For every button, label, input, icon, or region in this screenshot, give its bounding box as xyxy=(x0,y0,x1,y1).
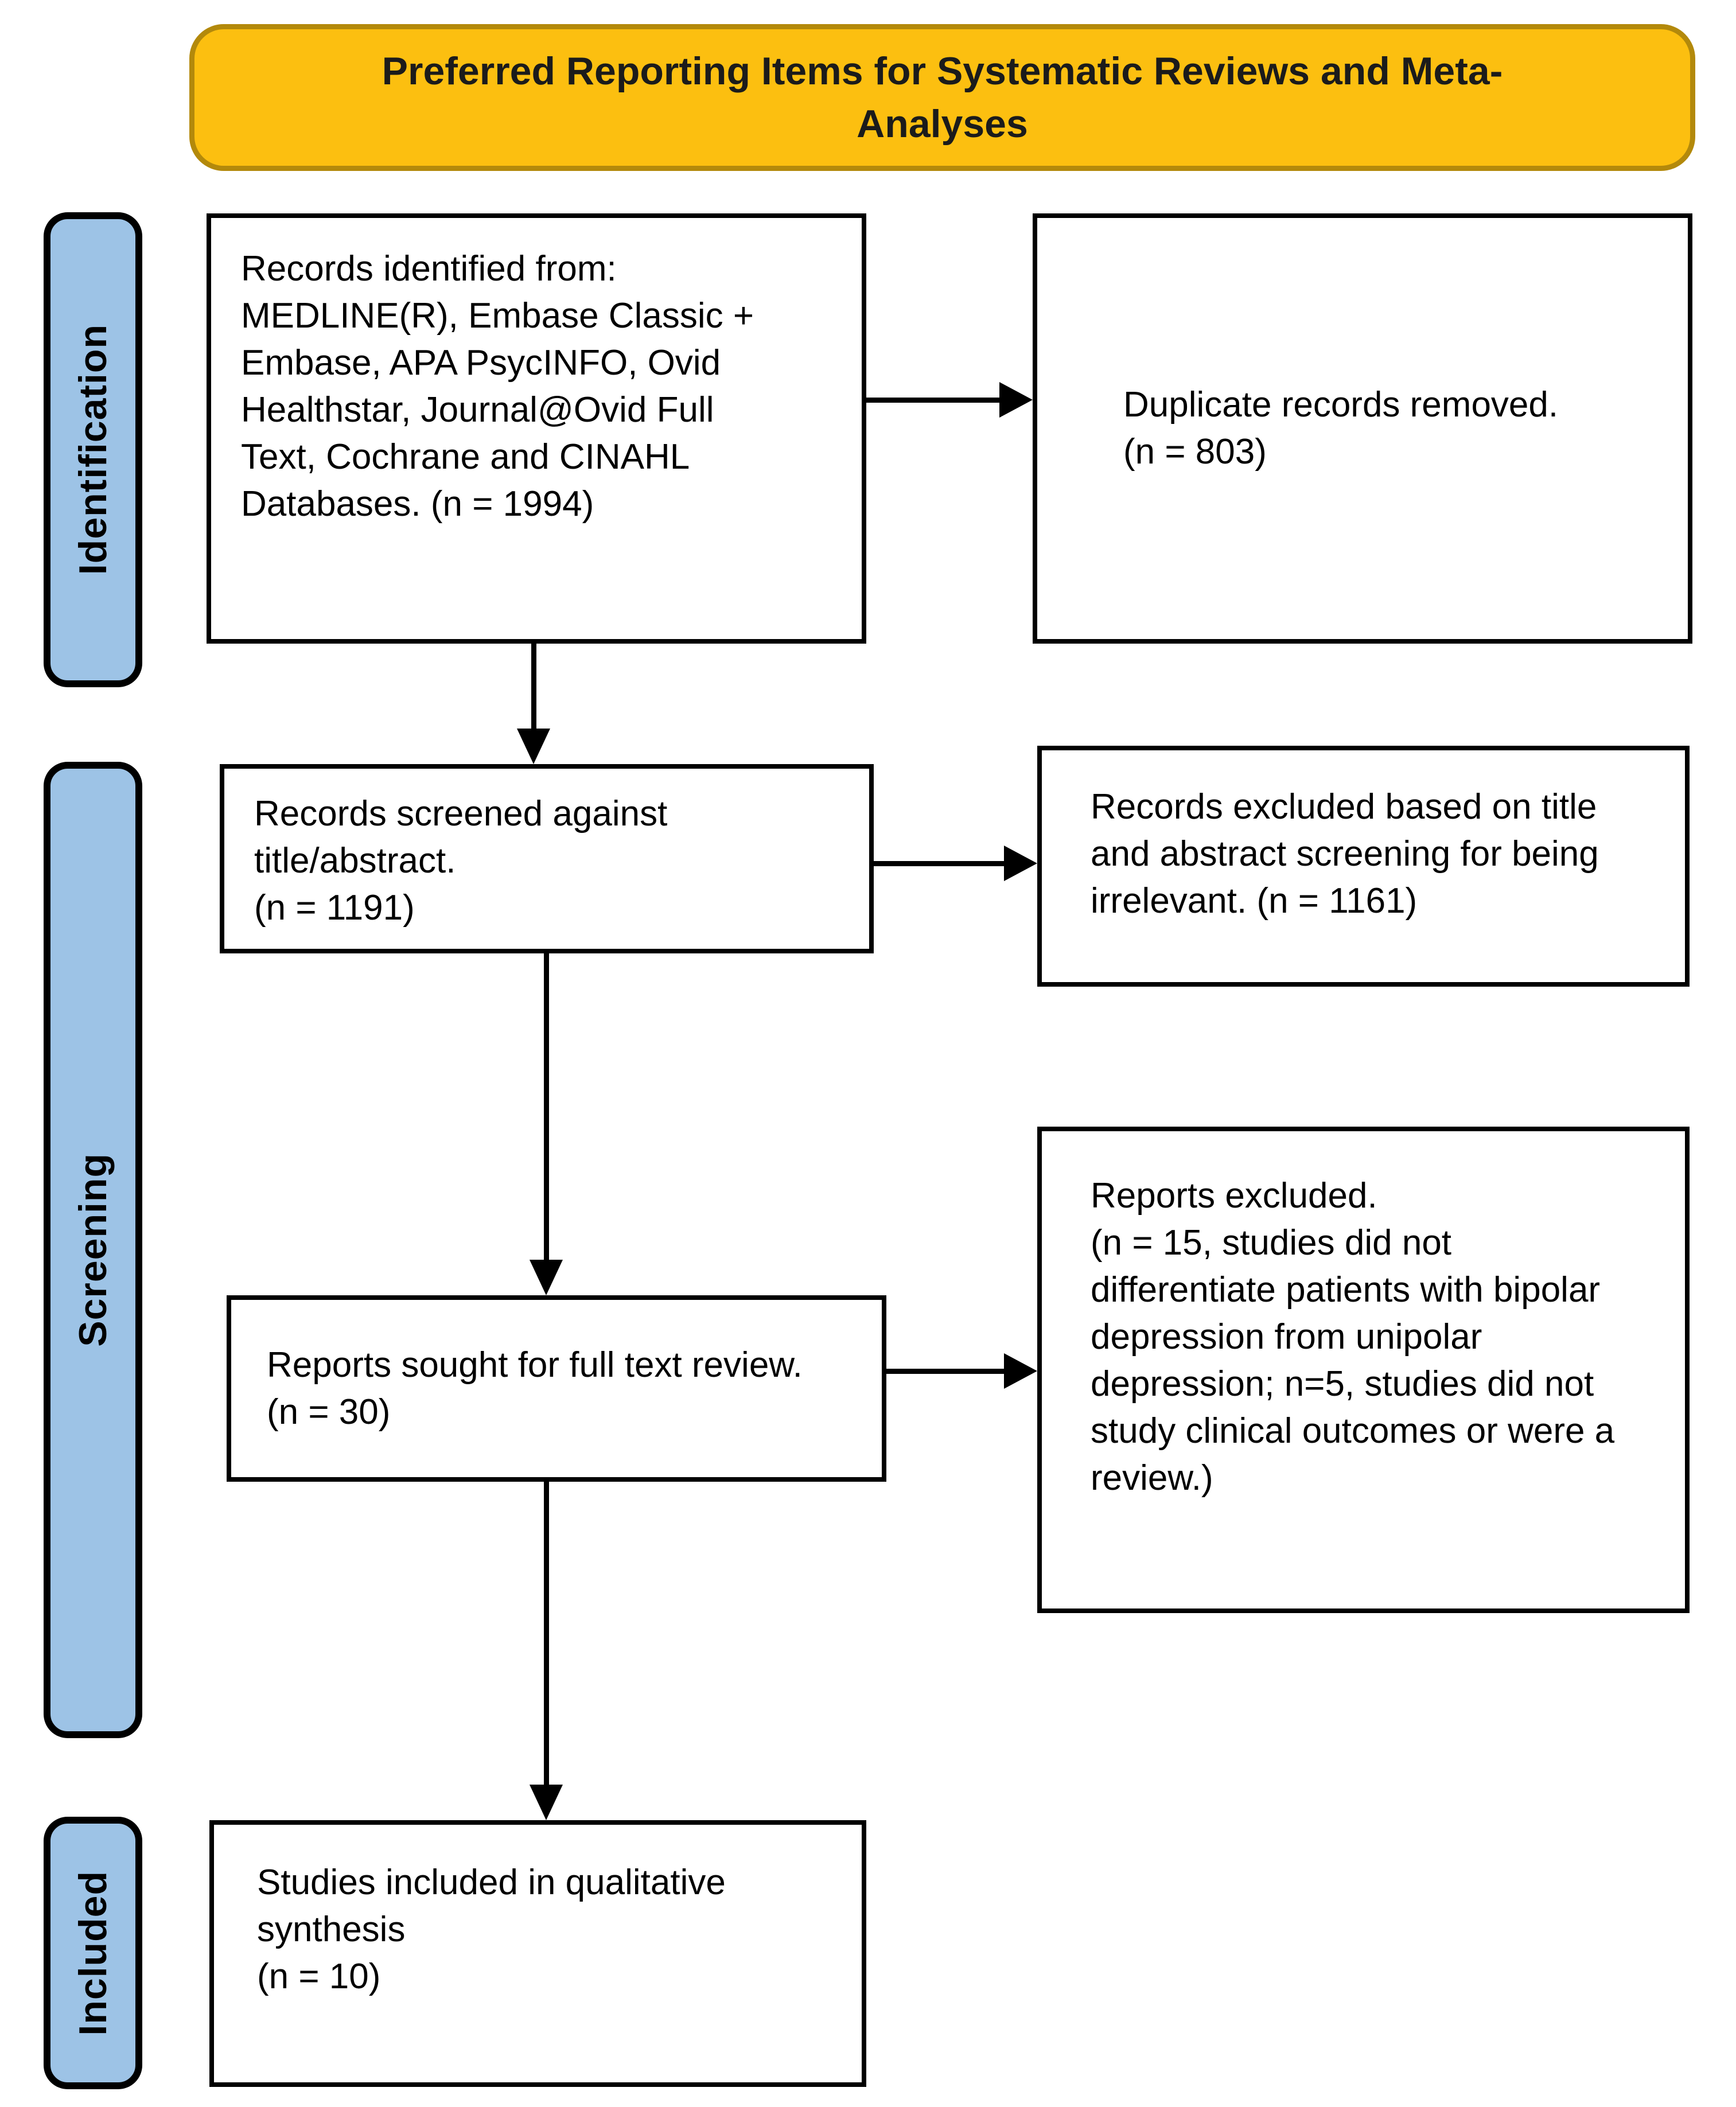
arrow-screened-to-excluded-head xyxy=(1004,846,1037,881)
stage-identification: Identification xyxy=(44,212,142,687)
box-records-screened: Records screened against title/abstract.… xyxy=(220,764,874,953)
box-reports-excluded-text: Reports excluded. (n = 15, studies did n… xyxy=(1091,1176,1615,1498)
box-reports-excluded: Reports excluded. (n = 15, studies did n… xyxy=(1037,1127,1690,1613)
arrow-identified-to-screened-head xyxy=(517,729,550,764)
prisma-title-banner: Preferred Reporting Items for Systematic… xyxy=(189,24,1695,171)
box-reports-sought: Reports sought for full text review. (n … xyxy=(227,1295,886,1482)
arrow-sought-to-included-head xyxy=(530,1785,563,1820)
box-records-excluded-text: Records excluded based on title and abst… xyxy=(1091,787,1599,921)
arrow-screened-to-sought-line xyxy=(544,951,549,1262)
box-records-identified: Records identified from: MEDLINE(R), Emb… xyxy=(207,213,866,644)
arrow-identified-to-screened-line xyxy=(531,641,536,731)
stage-identification-label: Identification xyxy=(71,324,115,575)
box-records-screened-text: Records screened against title/abstract.… xyxy=(254,794,668,928)
box-reports-sought-text: Reports sought for full text review. (n … xyxy=(267,1345,803,1432)
stage-screening-label: Screening xyxy=(71,1153,115,1347)
arrow-sought-to-included-line xyxy=(544,1479,549,1786)
prisma-title: Preferred Reporting Items for Systematic… xyxy=(382,49,1503,146)
arrow-sought-to-reports-excluded-line xyxy=(884,1369,1007,1374)
stage-screening: Screening xyxy=(44,762,142,1738)
box-duplicates-removed: Duplicate records removed. (n = 803) xyxy=(1033,213,1692,644)
arrow-identified-to-duplicates-head xyxy=(999,382,1033,418)
stage-included: Included xyxy=(44,1817,142,2089)
arrow-screened-to-excluded-line xyxy=(871,861,1006,866)
arrow-sought-to-reports-excluded-head xyxy=(1004,1353,1037,1389)
stage-included-label: Included xyxy=(71,1870,115,2036)
box-records-excluded: Records excluded based on title and abst… xyxy=(1037,746,1690,987)
box-studies-included-text: Studies included in qualitative synthesi… xyxy=(257,1863,726,1996)
arrow-screened-to-sought-head xyxy=(530,1260,563,1295)
box-studies-included: Studies included in qualitative synthesi… xyxy=(209,1820,866,2087)
box-duplicates-removed-text: Duplicate records removed. (n = 803) xyxy=(1123,385,1559,472)
box-records-identified-text: Records identified from: MEDLINE(R), Emb… xyxy=(241,249,754,524)
arrow-identified-to-duplicates-line xyxy=(864,398,1005,403)
